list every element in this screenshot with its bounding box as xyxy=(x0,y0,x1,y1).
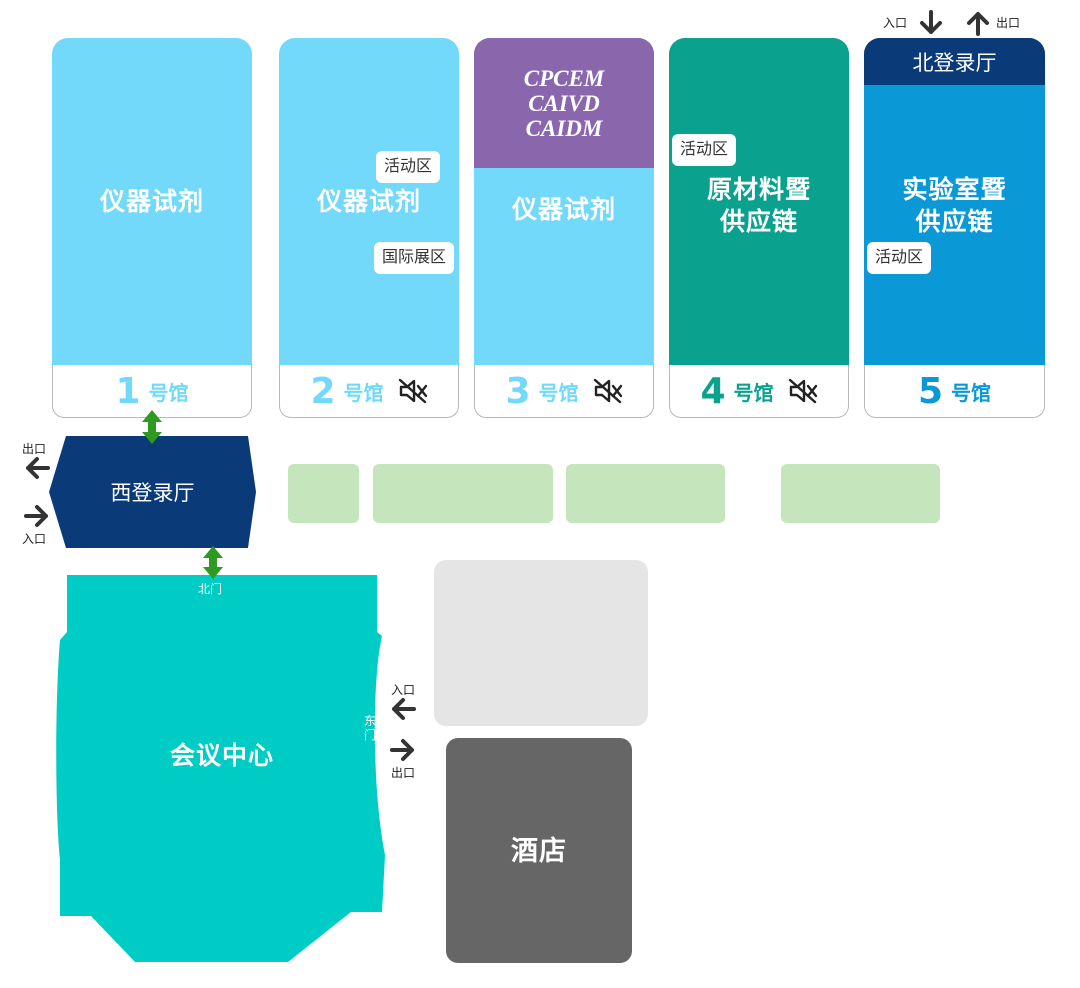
activity-zone-tag: 活动区 xyxy=(376,151,441,183)
hotel-shape xyxy=(446,738,632,963)
hall-2-number: 2 xyxy=(310,370,336,412)
arrow-left-icon xyxy=(392,698,416,720)
hall-1[interactable]: 仪器试剂 1 号馆 xyxy=(52,38,252,418)
green-block xyxy=(288,464,359,523)
arrow-right-icon xyxy=(24,505,48,527)
hall-5-name: 实验室暨 供应链 xyxy=(902,176,1007,236)
hall-1-suffix: 号馆 xyxy=(148,382,189,405)
brand-box: CPCEM CAIVD CAIDM xyxy=(474,38,654,168)
hotel[interactable]: 酒店 xyxy=(511,836,567,866)
hall-3-name: 仪器试剂 xyxy=(511,195,616,224)
brand-cpcem: CPCEM xyxy=(523,65,605,91)
north-exit-label: 出口 xyxy=(996,16,1021,30)
hall-2-area: 仪器试剂 xyxy=(279,38,459,365)
hall-2-footer: 2 号馆 xyxy=(279,365,459,418)
hall-2-suffix: 号馆 xyxy=(343,382,384,405)
arrow-down-icon xyxy=(920,10,942,34)
hall-1-footer: 1 号馆 xyxy=(52,365,252,418)
east-exit-label: 出口 xyxy=(391,766,416,780)
west-entrance-label: 入口 xyxy=(22,532,47,546)
double-arrow-icon xyxy=(142,410,162,444)
mute-icon xyxy=(593,378,622,404)
gray-block xyxy=(434,560,648,726)
hall-2[interactable]: 仪器试剂 活动区 国际展区 2 号馆 xyxy=(279,38,459,418)
hall-1-area: 仪器试剂 xyxy=(52,38,252,365)
north-gate-label: 北门 xyxy=(198,582,223,596)
hall-3[interactable]: 仪器试剂 CPCEM CAIVD CAIDM 3 号馆 xyxy=(474,38,654,418)
east-entrance-label: 入口 xyxy=(391,683,416,697)
conference-center-shape xyxy=(56,575,385,962)
hall-1-name: 仪器试剂 xyxy=(99,187,204,216)
mute-icon xyxy=(788,378,817,404)
hall-4-footer: 4 号馆 xyxy=(669,365,849,418)
hall-3-number: 3 xyxy=(505,370,531,412)
hall-1-number: 1 xyxy=(115,370,141,412)
hall-5-suffix: 号馆 xyxy=(951,382,992,405)
brand-caidm: CAIDM xyxy=(525,115,603,141)
activity-zone-tag: 活动区 xyxy=(672,134,737,166)
west-lobby-shape xyxy=(49,436,256,548)
hall-5-footer: 5 号馆 xyxy=(864,365,1045,418)
hall-4-number: 4 xyxy=(700,370,726,412)
activity-zone-tag: 活动区 xyxy=(867,242,932,274)
hall-4-area: 原材料暨 供应链 xyxy=(669,38,849,365)
hall-4-name: 原材料暨 供应链 xyxy=(706,176,811,236)
hall-4-suffix: 号馆 xyxy=(733,382,774,405)
hall-3-suffix: 号馆 xyxy=(538,382,579,405)
mute-icon xyxy=(398,378,427,404)
west-lobby[interactable]: 西登录厅 xyxy=(110,482,195,505)
green-block xyxy=(566,464,725,523)
hall-2-name: 仪器试剂 xyxy=(316,187,421,216)
hall-5-number: 5 xyxy=(917,370,944,412)
green-block xyxy=(781,464,940,523)
hall-3-footer: 3 号馆 xyxy=(474,365,654,418)
arrow-up-icon xyxy=(967,12,989,36)
double-arrow-icon xyxy=(203,546,223,579)
east-gate-label: 东门 xyxy=(364,714,377,742)
arrow-right-icon xyxy=(390,739,414,761)
arrow-left-icon xyxy=(26,457,50,479)
international-zone-tag: 国际展区 xyxy=(374,242,455,274)
brand-caivd: CAIVD xyxy=(528,90,600,116)
north-entrance-label: 入口 xyxy=(883,16,908,30)
conference-center[interactable]: 会议中心 xyxy=(169,742,274,770)
hall-5-area: 实验室暨 供应链 xyxy=(864,38,1045,365)
north-lobby[interactable]: 北登录厅 xyxy=(864,38,1045,85)
hall-5[interactable]: 实验室暨 供应链 北登录厅 活动区 5 号馆 xyxy=(864,38,1045,418)
hall-4[interactable]: 原材料暨 供应链 活动区 4 号馆 xyxy=(669,38,849,418)
west-exit-label: 出口 xyxy=(22,442,47,456)
green-block xyxy=(373,464,553,523)
